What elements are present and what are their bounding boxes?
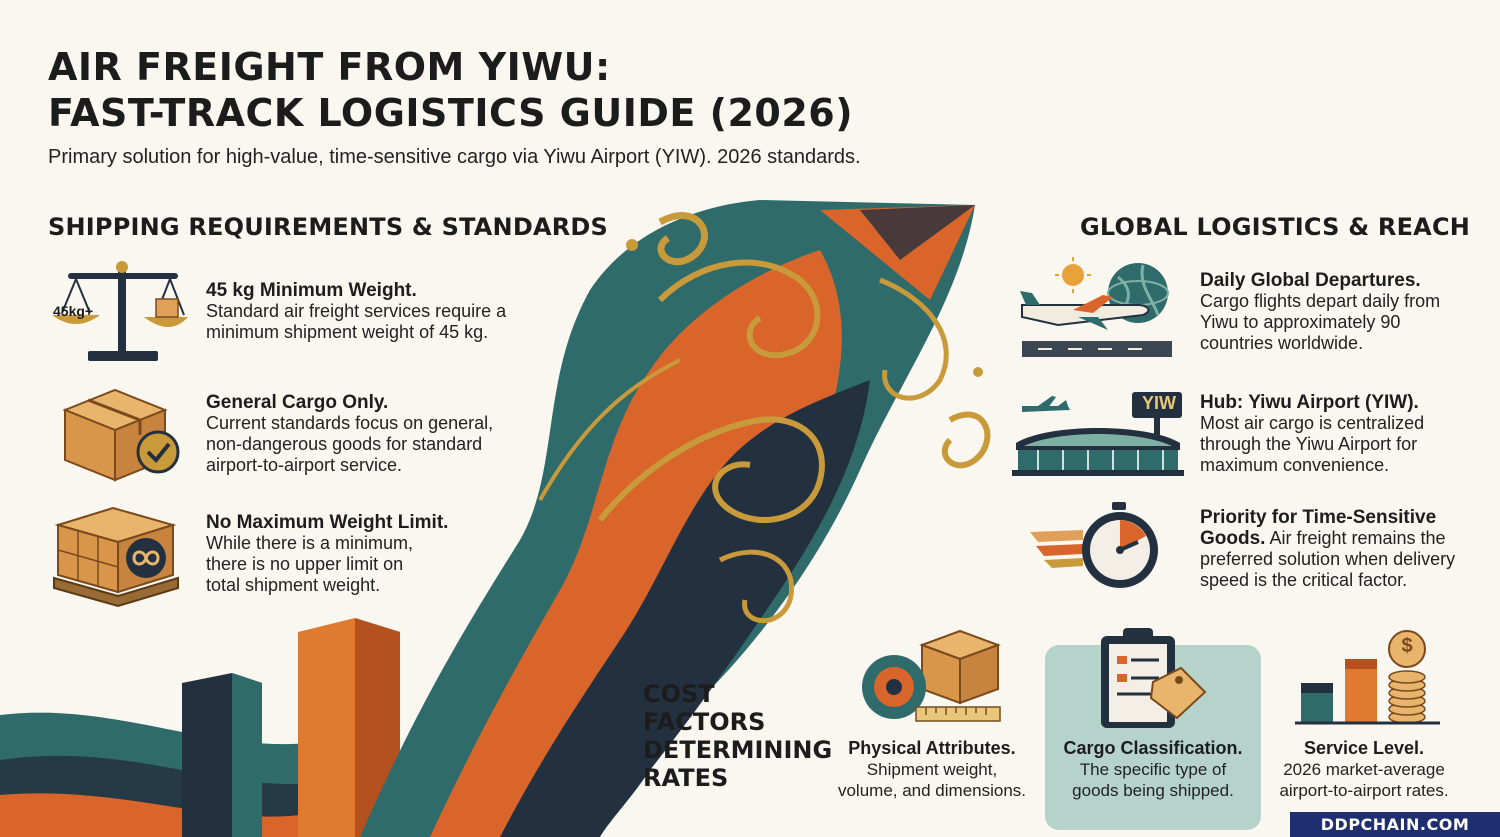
pallet-infinity-icon xyxy=(53,506,179,608)
bars-coins-icon xyxy=(1295,630,1440,725)
global-text-line: Cargo flights depart daily from xyxy=(1200,291,1441,311)
requirement-item-no-max-weight: No Maximum Weight Limit. While there is … xyxy=(206,512,536,596)
cost-title: Service Level. xyxy=(1303,738,1425,758)
page-title: AIR FREIGHT FROM YIWU: FAST-TRACK LOGIST… xyxy=(48,44,948,136)
global-text-line: Yiwu to approximately 90 xyxy=(1200,312,1401,332)
requirement-item-min-weight: 45 kg Minimum Weight. Standard air freig… xyxy=(206,280,536,343)
page-title-line-1: AIR FREIGHT FROM YIWU: xyxy=(48,45,611,89)
requirement-text-line: Current standards focus on general, xyxy=(206,413,494,433)
clipboard-tag-icon xyxy=(1101,628,1207,728)
global-title: Hub: Yiwu Airport (YIW). xyxy=(1200,392,1419,413)
requirement-text-line: minimum shipment weight of 45 kg. xyxy=(206,322,489,342)
cost-factors-heading-line: RATES xyxy=(643,764,729,792)
global-title: Priority for Time-Sensitive xyxy=(1200,507,1437,528)
global-text-line: speed is the critical factor. xyxy=(1200,570,1408,590)
cost-factors-heading: COST FACTORS DETERMINING RATES xyxy=(643,680,843,792)
global-title: Goods. xyxy=(1200,528,1266,549)
requirement-title: No Maximum Weight Limit. xyxy=(206,512,449,533)
requirement-item-general-cargo: General Cargo Only. Current standards fo… xyxy=(206,392,536,476)
plane-globe-icon xyxy=(1020,257,1172,357)
cost-item-physical: Physical Attributes. Shipment weight, vo… xyxy=(830,738,1034,801)
requirement-text-line: Standard air freight services require a xyxy=(206,301,507,321)
scale-icon-label: 45kg+ xyxy=(53,303,94,319)
box-measure-icon xyxy=(862,629,1001,722)
brand-link[interactable]: DDPCHAIN.COM xyxy=(1290,812,1500,837)
global-text-line: Air freight remains the xyxy=(1265,528,1446,548)
scale-icon xyxy=(52,261,188,361)
requirement-text-line: there is no upper limit on xyxy=(206,554,404,574)
cost-item-classification: Cargo Classification. The specific type … xyxy=(1045,738,1261,801)
requirement-text-line: non-dangerous goods for standard xyxy=(206,434,483,454)
global-item-hub: Hub: Yiwu Airport (YIW). Most air cargo … xyxy=(1200,392,1490,476)
requirement-title: 45 kg Minimum Weight. xyxy=(206,280,417,301)
cost-text-line: 2026 market-average xyxy=(1283,760,1445,779)
cost-title: Physical Attributes. xyxy=(848,738,1016,758)
cost-item-service-level: Service Level. 2026 market-average airpo… xyxy=(1262,738,1466,801)
page-title-line-2: FAST-TRACK LOGISTICS GUIDE (2026) xyxy=(48,91,854,135)
global-title: Daily Global Departures. xyxy=(1200,270,1421,291)
cost-text-line: goods being shipped. xyxy=(1072,781,1234,800)
cost-text-line: The specific type of xyxy=(1079,760,1227,779)
requirement-title: General Cargo Only. xyxy=(206,392,389,413)
global-text-line: preferred solution when delivery xyxy=(1200,549,1456,569)
page-subtitle: Primary solution for high-value, time-se… xyxy=(48,146,861,168)
global-text-line: countries worldwide. xyxy=(1200,333,1364,353)
global-text-line: maximum convenience. xyxy=(1200,455,1390,475)
global-text-line: Most air cargo is centralized xyxy=(1200,413,1425,433)
requirement-text-line: total shipment weight. xyxy=(206,575,381,595)
cost-text-line: volume, and dimensions. xyxy=(837,781,1027,800)
cost-title: Cargo Classification. xyxy=(1063,738,1243,758)
requirements-heading: SHIPPING REQUIREMENTS & STANDARDS xyxy=(48,213,609,241)
cargo-box-check-icon xyxy=(62,388,180,482)
airport-terminal-icon-label: YIW xyxy=(1142,393,1176,413)
winged-stopwatch-icon xyxy=(1030,502,1158,588)
cost-factors-heading-line: DETERMINING xyxy=(643,736,833,764)
cost-text-line: airport-to-airport rates. xyxy=(1279,781,1449,800)
coin-dollar-icon: $ xyxy=(1401,635,1413,657)
global-heading: GLOBAL LOGISTICS & REACH xyxy=(1080,213,1471,241)
cost-factors-heading-line: COST FACTORS xyxy=(643,680,766,736)
airport-terminal-icon xyxy=(1012,392,1184,476)
global-item-daily-departures: Daily Global Departures. Cargo flights d… xyxy=(1200,270,1490,354)
global-text-line: through the Yiwu Airport for xyxy=(1200,434,1418,454)
requirement-text-line: airport-to-airport service. xyxy=(206,455,403,475)
cost-text-line: Shipment weight, xyxy=(866,760,998,779)
global-item-priority: Priority for Time-Sensitive Goods. Air f… xyxy=(1200,507,1495,591)
requirement-text-line: While there is a minimum, xyxy=(206,533,414,553)
